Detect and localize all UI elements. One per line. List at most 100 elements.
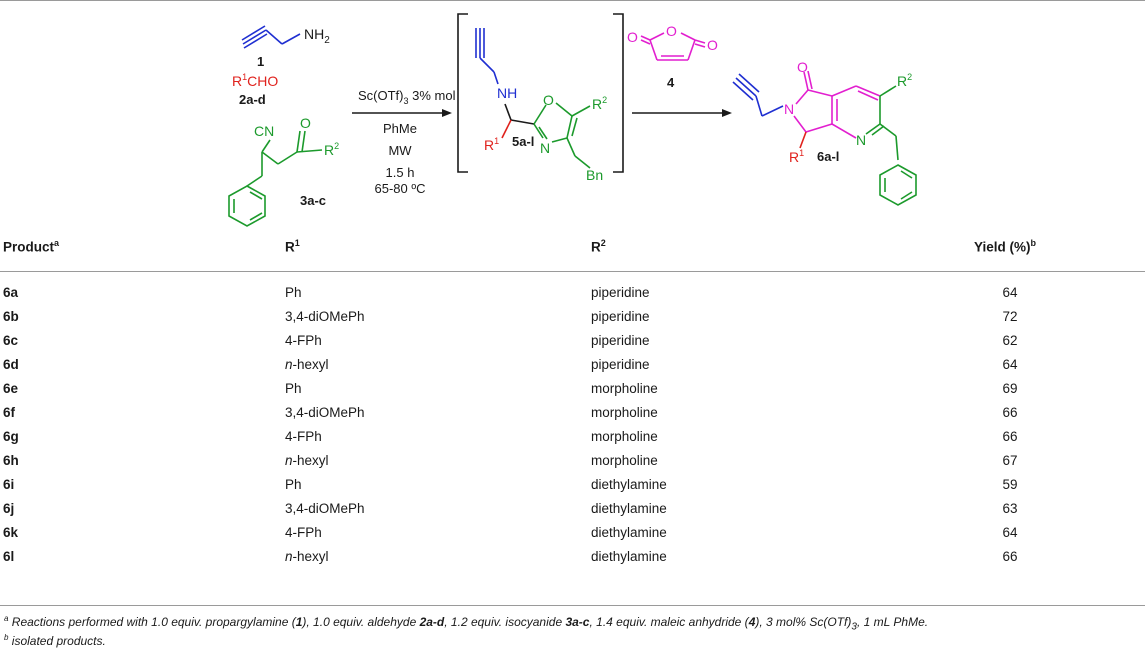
right-bracket xyxy=(613,13,624,173)
cell-yield: 64 xyxy=(1002,525,1018,540)
condition-catalyst: Sc(OTf)3 3% mol xyxy=(358,88,456,106)
nh2-label: NH2 xyxy=(304,26,330,46)
ketone-o-label: O xyxy=(300,115,311,131)
oxazole-ring xyxy=(533,102,591,169)
intermediate-r1-label: R1 xyxy=(484,136,499,153)
cell-yield: 64 xyxy=(1002,285,1018,300)
intermediate-alkyne xyxy=(475,28,499,85)
cell-product: 6e xyxy=(3,381,19,396)
oxazole-o-label: O xyxy=(543,92,554,108)
top-rule xyxy=(0,0,1145,1)
cell-r2: piperidine xyxy=(591,333,650,348)
table-row: 6f 3,4-diOMePh morpholine 66 xyxy=(0,401,1145,425)
maleic-anhydride-structure xyxy=(640,32,706,61)
intermediate-core xyxy=(504,103,535,125)
table-row: 6e Ph morpholine 69 xyxy=(0,377,1145,401)
product-lactam xyxy=(793,70,881,139)
table-row: 6a Ph piperidine 64 xyxy=(0,281,1145,305)
cell-r2: diethylamine xyxy=(591,501,667,516)
table-row: 6i Ph diethylamine 59 xyxy=(0,473,1145,497)
cell-r1: 3,4-diOMePh xyxy=(285,405,365,420)
cell-yield: 69 xyxy=(1002,381,1018,396)
compound-4-label: 4 xyxy=(667,75,675,90)
cell-r2: piperidine xyxy=(591,357,650,372)
left-bracket xyxy=(457,13,468,173)
cell-yield: 63 xyxy=(1002,501,1018,516)
product-r1-bond xyxy=(799,131,807,149)
cell-product: 6d xyxy=(3,357,19,372)
oxazole-n-label: N xyxy=(540,140,550,156)
table-row: 6c 4-FPh piperidine 62 xyxy=(0,329,1145,353)
cell-yield: 67 xyxy=(1002,453,1018,468)
cell-r2: morpholine xyxy=(591,381,658,396)
compound-3-label: 3a-c xyxy=(300,193,326,208)
cell-r2: morpholine xyxy=(591,405,658,420)
cell-r2: morpholine xyxy=(591,453,658,468)
product-pyridine-green xyxy=(865,85,917,206)
footnote-b: b isolated products. xyxy=(4,633,106,648)
cell-yield: 66 xyxy=(1002,405,1018,420)
compound-2-label: 2a-d xyxy=(239,92,266,107)
cell-r2: morpholine xyxy=(591,429,658,444)
intermediate-nh-label: NH xyxy=(497,85,517,101)
condition-mw: MW xyxy=(388,143,412,158)
cell-r2: diethylamine xyxy=(591,549,667,564)
condition-solvent: PhMe xyxy=(383,121,417,136)
table-row: 6g 4-FPh morpholine 66 xyxy=(0,425,1145,449)
cell-yield: 66 xyxy=(1002,429,1018,444)
cell-r2: piperidine xyxy=(591,285,650,300)
cell-r1: 3,4-diOMePh xyxy=(285,501,365,516)
table-row: 6l n-hexyl diethylamine 66 xyxy=(0,545,1145,569)
table-row: 6d n-hexyl piperidine 64 xyxy=(0,353,1145,377)
cell-product: 6l xyxy=(3,549,15,564)
product-o-label: O xyxy=(797,59,808,75)
cell-product: 6c xyxy=(3,333,19,348)
cell-r1: 4-FPh xyxy=(285,333,322,348)
cell-yield: 62 xyxy=(1002,333,1018,348)
cell-product: 6g xyxy=(3,429,19,444)
table-row: 6h n-hexyl morpholine 67 xyxy=(0,449,1145,473)
cell-r1: Ph xyxy=(285,477,302,492)
table-row: 6k 4-FPh diethylamine 64 xyxy=(0,521,1145,545)
cell-r2: piperidine xyxy=(591,309,650,324)
r2-label: R2 xyxy=(324,141,339,158)
cell-r1: 4-FPh xyxy=(285,525,322,540)
condition-temp: 65-80 ºC xyxy=(375,181,426,196)
arrow-2-head xyxy=(722,109,732,117)
compound-5-label: 5a-l xyxy=(512,134,534,149)
isocyanide-structure xyxy=(228,130,323,227)
benzyl-label: Bn xyxy=(586,167,603,183)
cell-product: 6b xyxy=(3,309,19,324)
compound-6-label: 6a-l xyxy=(817,149,839,164)
cell-r1: n-hexyl xyxy=(285,453,329,468)
cell-product: 6h xyxy=(3,453,19,468)
cell-r1: Ph xyxy=(285,285,302,300)
maleic-o-ring: O xyxy=(666,23,677,39)
footnote-a: a Reactions performed with 1.0 equiv. pr… xyxy=(4,614,929,633)
intermediate-r2-label: R2 xyxy=(592,95,607,112)
intermediate-r1-bond xyxy=(501,119,512,139)
product-n-pyridine-label: N xyxy=(856,132,866,148)
header-yield: Yield (%)b xyxy=(974,238,1037,255)
arrow-1-head xyxy=(442,109,452,117)
cell-r1: n-hexyl xyxy=(285,549,329,564)
cell-r2: diethylamine xyxy=(591,477,667,492)
header-rule xyxy=(0,271,1145,272)
reaction-scheme: NH2 1 R1CHO 2a-d CN O R2 3a-c Sc(OTf)3 3… xyxy=(228,13,917,227)
table-row: 6j 3,4-diOMePh diethylamine 63 xyxy=(0,497,1145,521)
product-r2-label: R2 xyxy=(897,72,912,89)
cell-yield: 72 xyxy=(1002,309,1018,324)
condition-time: 1.5 h xyxy=(386,165,415,180)
maleic-o-right: O xyxy=(707,37,718,53)
cell-r1: n-hexyl xyxy=(285,357,329,372)
product-n-lactam-label: N xyxy=(784,101,794,117)
cell-r1: Ph xyxy=(285,381,302,396)
aldehyde-formula: R1CHO xyxy=(232,72,278,89)
propargylamine-structure xyxy=(241,25,301,49)
cell-product: 6i xyxy=(3,477,15,492)
cell-product: 6j xyxy=(3,501,15,516)
cell-yield: 64 xyxy=(1002,357,1018,372)
cell-product: 6a xyxy=(3,285,19,300)
cell-r1: 3,4-diOMePh xyxy=(285,309,365,324)
cell-yield: 59 xyxy=(1002,477,1018,492)
